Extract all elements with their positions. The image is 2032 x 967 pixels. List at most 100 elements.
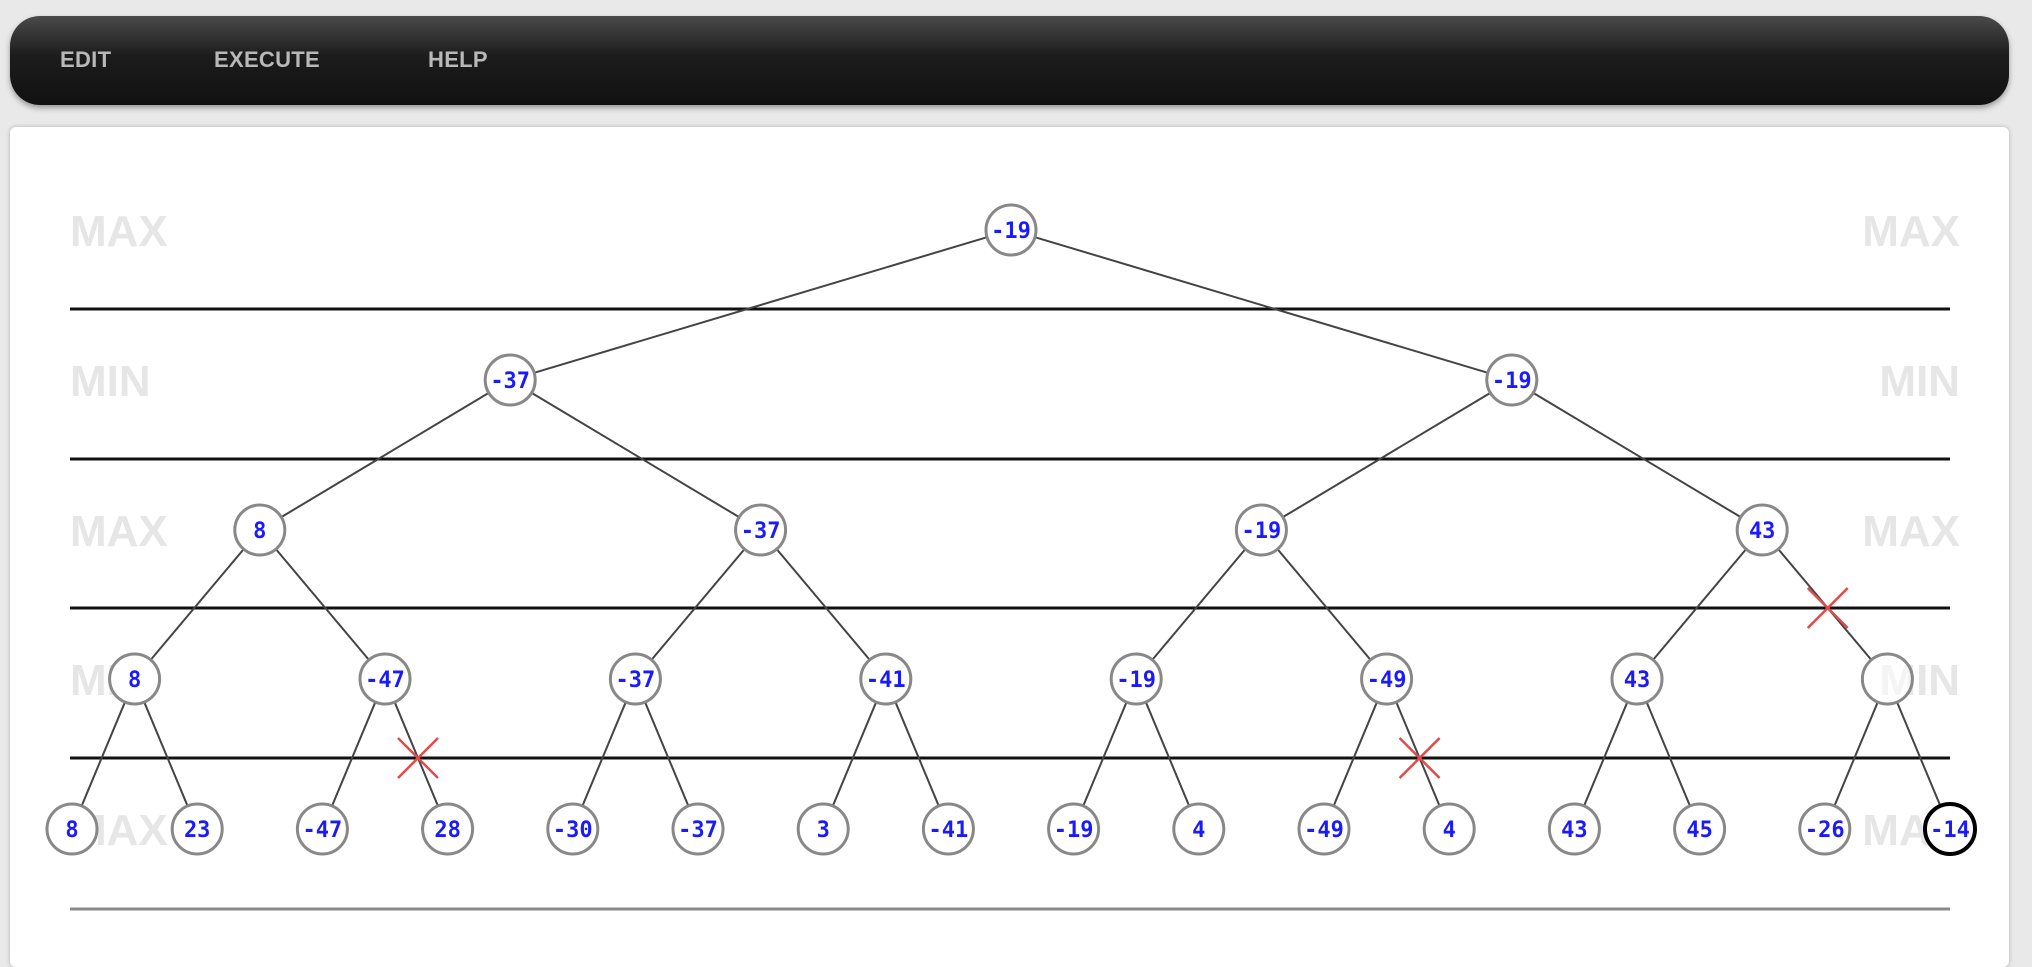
node-value: -19 [991,219,1031,244]
tree-node[interactable] [671,802,725,856]
tree-edge [280,391,490,519]
tree-node[interactable] [734,503,788,557]
node-value: 3 [817,818,830,843]
node-value: -30 [553,818,593,843]
tree-node[interactable] [1172,802,1226,856]
tree-edge [1645,701,1691,807]
tree-edge [831,701,878,807]
node-value: 8 [253,519,266,544]
node-value: -37 [741,519,781,544]
level-label-left: MIN [70,357,151,406]
tree-node[interactable] [1673,802,1727,856]
tree-node[interactable] [608,652,662,706]
tree-node[interactable] [233,503,287,557]
tree-node[interactable] [1485,353,1539,407]
tree-edge [1532,391,1742,519]
menu-execute[interactable]: EXECUTE [214,47,321,72]
node-value: -19 [1116,668,1156,693]
tree-node[interactable] [1735,503,1789,557]
tree-node[interactable] [546,802,600,856]
tree-edge [1896,701,1942,807]
tree-edge [331,701,377,807]
node-value: 4 [1443,818,1456,843]
menu-bar: EDIT EXECUTE HELP [10,16,2009,105]
tree-edge [1144,701,1191,807]
tree-edge [393,701,439,807]
tree-edge [775,548,871,661]
level-label-right: MAX [1862,207,1960,256]
tree-node[interactable] [859,652,913,706]
tree-node[interactable] [1360,652,1414,706]
tree-node[interactable] [45,802,99,856]
node-value: -41 [929,818,969,843]
tree-node[interactable] [1610,652,1664,706]
tree-edge [1652,548,1747,661]
tree-node[interactable] [796,802,850,856]
node-value: 8 [128,668,141,693]
tree-edge [1395,701,1441,807]
tree-node[interactable] [1860,652,1914,706]
tree-node[interactable] [1798,802,1852,856]
tree-panel: MAXMAXMINMINMAXMAXMINMINMAXMAX-19-37-198… [10,127,2009,967]
tree-edge [581,701,627,807]
tree-edge [1583,701,1629,807]
tree-edge [1332,701,1378,807]
tree-node[interactable] [170,802,224,856]
node-value: -49 [1304,818,1344,843]
tree-edge [1034,236,1489,374]
tree-edge [1276,548,1372,661]
node-value: -49 [1367,668,1407,693]
node-value: -47 [303,818,343,843]
tree-node[interactable] [921,802,975,856]
tree-edge [1082,701,1128,807]
tree-edge [1833,701,1879,807]
tree-edge [1282,391,1491,519]
tree-edge [644,701,690,807]
tree-edge [275,548,370,661]
tree-node[interactable] [1923,802,1977,856]
level-label-left: MAX [70,207,168,256]
menu-edit[interactable]: EDIT [60,47,112,72]
level-label-right: MAX [1862,507,1960,556]
tree-edge [894,701,940,807]
tree-node[interactable] [1297,802,1351,856]
level-label-left: MAX [70,507,168,556]
tree-node[interactable] [295,802,349,856]
tree-node[interactable] [1234,503,1288,557]
tree-edge [531,391,740,519]
tree-node[interactable] [358,652,412,706]
node-value: 43 [1561,818,1588,843]
node-value: 43 [1749,519,1776,544]
node-value: -37 [616,668,656,693]
level-label-right: MIN [1879,357,1960,406]
tree-edge [533,236,988,374]
node-value: -19 [1242,519,1282,544]
tree-node[interactable] [984,203,1038,257]
prune-mark [397,737,439,779]
node-value: 4 [1192,818,1205,843]
node-value: -41 [866,668,906,693]
node-value: -19 [1492,369,1532,394]
tree-edge [1151,548,1247,661]
node-value: 28 [434,818,461,843]
prune-mark [1806,587,1849,629]
node-value: -14 [1930,818,1970,843]
tree-node[interactable] [421,802,475,856]
node-value: -26 [1805,818,1845,843]
tree-node[interactable] [1547,802,1601,856]
node-value: 23 [184,818,211,843]
tree-node[interactable] [1422,802,1476,856]
tree-node[interactable] [108,652,162,706]
menu-help[interactable]: HELP [428,47,488,72]
node-value: -37 [490,369,530,394]
tree-edge [80,701,126,807]
tree-node[interactable] [1047,802,1101,856]
prune-mark [1398,737,1441,779]
tree-node[interactable] [483,353,537,407]
tree-node[interactable] [1109,652,1163,706]
tree-edge [143,701,189,807]
tree-edge [149,548,245,661]
node-value: 43 [1624,668,1651,693]
tree-edge [650,548,746,661]
node-value: -47 [365,668,405,693]
